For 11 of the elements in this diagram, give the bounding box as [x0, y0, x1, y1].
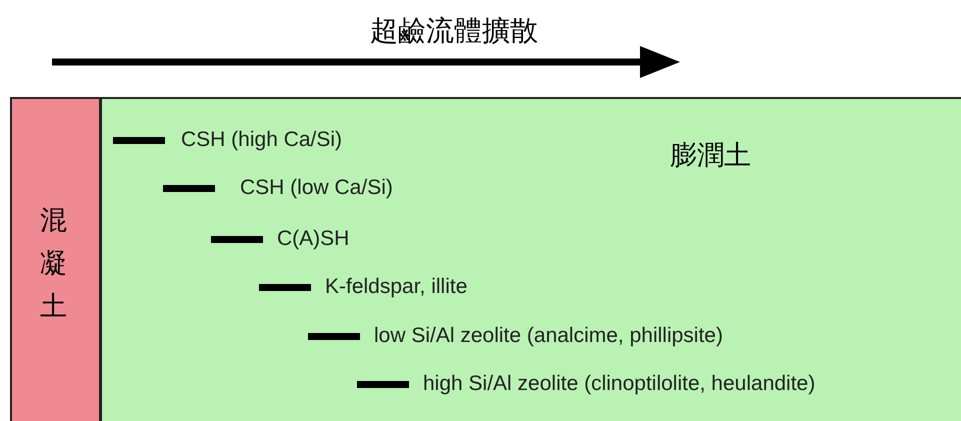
bentonite-band: [100, 97, 961, 421]
concrete-band: [10, 97, 101, 421]
band-label: 混凝土: [40, 204, 67, 324]
mineral-label: high Si/Al zeolite (clinoptilolite, heulandite): [423, 372, 816, 396]
mineral-label: CSH (low Ca/Si): [240, 176, 393, 200]
title: 超鹼流體擴散: [370, 13, 538, 49]
mineral-label: low Si/Al zeolite (analcime, phillipsite): [374, 324, 723, 348]
mineral-label: CSH (high Ca/Si): [181, 128, 342, 152]
mineral-label: K-feldspar, illite: [325, 275, 468, 299]
band-label: 膨潤土: [670, 139, 751, 173]
mineral-label: C(A)SH: [277, 227, 350, 251]
